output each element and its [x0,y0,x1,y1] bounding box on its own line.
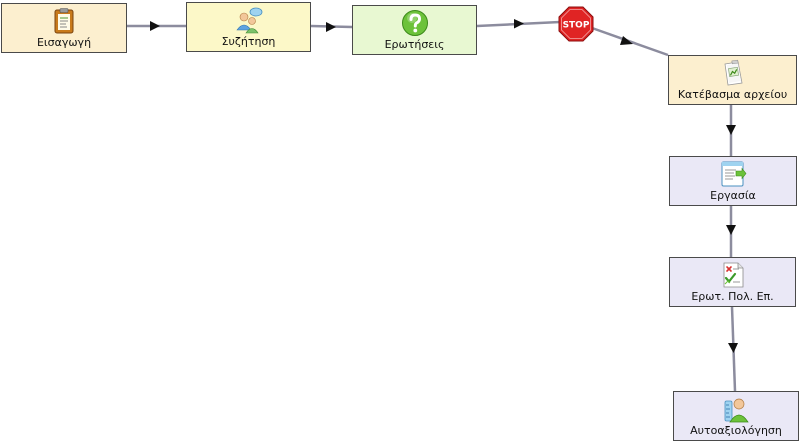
activity-intro-label: Εισαγωγή [36,36,92,49]
activity-questions-label: Ερωτήσεις [384,38,445,51]
question-mark-icon [401,10,428,36]
activity-assignment[interactable]: Εργασία [669,156,797,206]
activity-self-assessment-label: Αυτοαξιολόγηση [690,424,782,437]
arrowhead-1 [150,21,160,31]
activity-discussion-label: Συζήτηση [221,35,276,48]
activity-intro[interactable]: Εισαγωγή [1,3,127,53]
arrowhead-3 [514,19,524,29]
activity-file-download-label: Κατέβασμα αρχείου [677,88,788,101]
arrowhead-5 [726,125,736,135]
activity-self-assessment[interactable]: Αυτοαξιολόγηση [673,391,799,441]
activity-multiple-choice-label: Ερωτ. Πολ. Επ. [691,290,774,303]
arrowhead-6 [726,225,736,235]
activity-file-download[interactable]: Κατέβασμα αρχείου [668,55,797,105]
self-assessment-icon [724,398,749,423]
stop-sign-icon[interactable]: STOP [558,6,594,42]
arrowhead-4 [620,36,633,45]
connector-stop-download [591,26,669,57]
activity-discussion[interactable]: Συζήτηση [186,2,311,52]
arrowhead-2 [326,22,336,32]
assignment-icon [721,161,747,187]
activity-multiple-choice[interactable]: Ερωτ. Πολ. Επ. [669,257,796,307]
multiple-choice-icon [723,262,743,288]
people-chat-icon [235,7,262,34]
file-download-icon [724,59,742,86]
stop-sign-label: STOP [563,21,590,31]
activity-assignment-label: Εργασία [710,189,756,202]
arrowhead-7 [728,343,738,353]
clipboard-icon [54,8,74,34]
activity-questions[interactable]: Ερωτήσεις [352,5,477,55]
